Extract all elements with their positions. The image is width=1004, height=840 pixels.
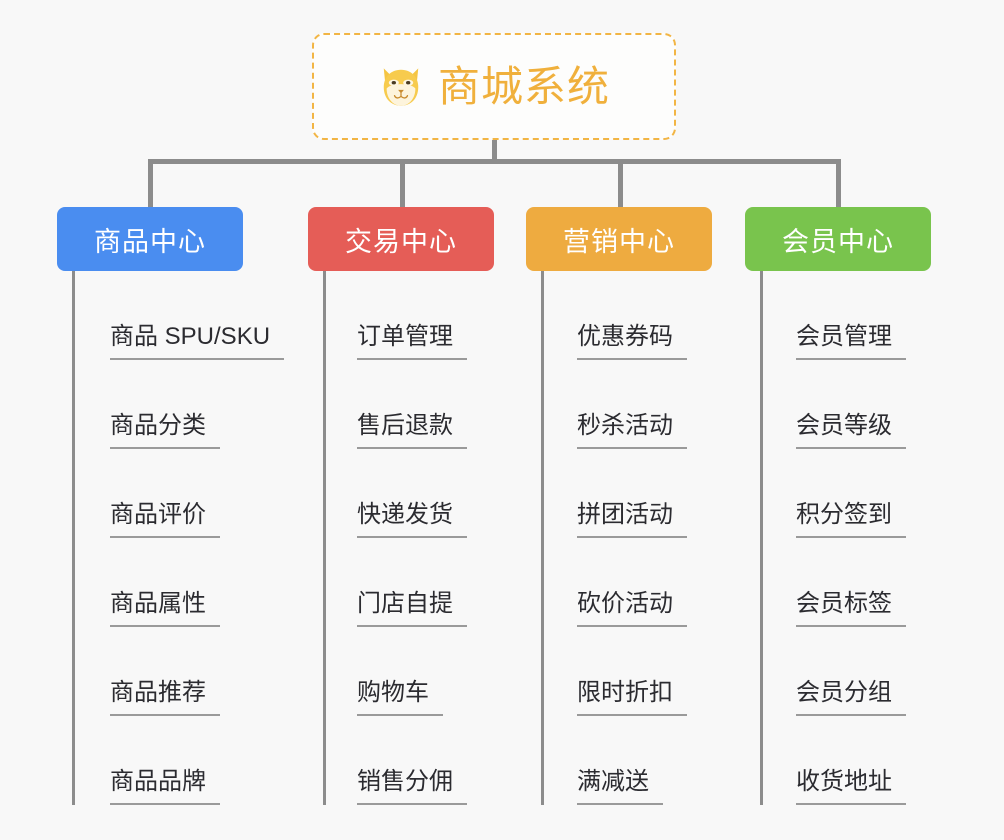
list-item[interactable]: 商品属性 xyxy=(75,538,307,627)
list-item[interactable]: 商品分类 xyxy=(75,360,307,449)
branch-member-center: 会员中心 会员管理 会员等级 积分签到 会员标签 会员分组 收货地址 xyxy=(745,207,961,805)
list-item[interactable]: 会员等级 xyxy=(763,360,961,449)
list-item[interactable]: 快递发货 xyxy=(326,449,526,538)
leaf-label: 积分签到 xyxy=(796,501,906,538)
leaf-label: 砍价活动 xyxy=(577,590,687,627)
root-node[interactable]: 商城系统 xyxy=(312,33,676,140)
branch-header-label-1: 商品中心 xyxy=(94,226,206,257)
leaf-label: 限时折扣 xyxy=(577,679,687,716)
branch-header-label-3: 营销中心 xyxy=(563,226,675,257)
list-item[interactable]: 会员管理 xyxy=(763,271,961,360)
leaf-label: 满减送 xyxy=(577,768,663,805)
leaf-label: 会员等级 xyxy=(796,412,906,449)
leaf-label: 订单管理 xyxy=(357,323,467,360)
list-item[interactable]: 商品品牌 xyxy=(75,716,307,805)
branch-trade-center: 交易中心 订单管理 售后退款 快递发货 门店自提 购物车 销售分佣 xyxy=(308,207,526,805)
leaf-label: 会员标签 xyxy=(796,590,906,627)
connector-drop-2 xyxy=(400,159,405,207)
leaf-label: 秒杀活动 xyxy=(577,412,687,449)
list-item[interactable]: 秒杀活动 xyxy=(544,360,742,449)
list-item[interactable]: 商品评价 xyxy=(75,449,307,538)
leaf-label: 售后退款 xyxy=(357,412,467,449)
branch-header-label-4: 会员中心 xyxy=(782,226,894,257)
branch-header-1[interactable]: 商品中心 xyxy=(57,207,243,271)
list-item[interactable]: 订单管理 xyxy=(326,271,526,360)
list-item[interactable]: 销售分佣 xyxy=(326,716,526,805)
branch-product-center: 商品中心 商品 SPU/SKU 商品分类 商品评价 商品属性 商品推荐 商品品牌 xyxy=(57,207,307,805)
list-item[interactable]: 拼团活动 xyxy=(544,449,742,538)
branch-header-label-2: 交易中心 xyxy=(345,226,457,257)
leaf-label: 商品分类 xyxy=(110,412,220,449)
list-item[interactable]: 限时折扣 xyxy=(544,627,742,716)
branch-header-4[interactable]: 会员中心 xyxy=(745,207,931,271)
list-item[interactable]: 购物车 xyxy=(326,627,526,716)
list-item[interactable]: 满减送 xyxy=(544,716,742,805)
root-title: 商城系统 xyxy=(437,62,610,110)
leaf-label: 购物车 xyxy=(357,679,443,716)
list-item[interactable]: 积分签到 xyxy=(763,449,961,538)
leaf-list-1: 商品 SPU/SKU 商品分类 商品评价 商品属性 商品推荐 商品品牌 xyxy=(72,271,307,805)
leaf-label: 快递发货 xyxy=(357,501,467,538)
list-item[interactable]: 会员标签 xyxy=(763,538,961,627)
leaf-label: 商品属性 xyxy=(110,590,220,627)
connector-drop-4 xyxy=(836,159,841,207)
leaf-list-4: 会员管理 会员等级 积分签到 会员标签 会员分组 收货地址 xyxy=(760,271,961,805)
leaf-label: 商品推荐 xyxy=(110,679,220,716)
connector-root-stem xyxy=(492,140,497,164)
shiba-dog-face-icon xyxy=(383,67,419,106)
leaf-label: 优惠券码 xyxy=(577,323,687,360)
leaf-label: 商品 SPU/SKU xyxy=(110,323,285,360)
leaf-label: 收货地址 xyxy=(796,768,906,805)
list-item[interactable]: 会员分组 xyxy=(763,627,961,716)
leaf-label: 会员管理 xyxy=(796,323,906,360)
list-item[interactable]: 门店自提 xyxy=(326,538,526,627)
list-item[interactable]: 优惠券码 xyxy=(544,271,742,360)
list-item[interactable]: 商品 SPU/SKU xyxy=(75,271,307,360)
leaf-label: 销售分佣 xyxy=(357,768,467,805)
leaf-list-2: 订单管理 售后退款 快递发货 门店自提 购物车 销售分佣 xyxy=(323,271,526,805)
connector-drop-3 xyxy=(618,159,623,207)
leaf-label: 门店自提 xyxy=(357,590,467,627)
branch-header-2[interactable]: 交易中心 xyxy=(308,207,494,271)
leaf-label: 商品品牌 xyxy=(110,768,220,805)
list-item[interactable]: 砍价活动 xyxy=(544,538,742,627)
list-item[interactable]: 收货地址 xyxy=(763,716,961,805)
connector-drop-1 xyxy=(148,159,153,207)
leaf-label: 商品评价 xyxy=(110,501,220,538)
connector-horizontal-bus xyxy=(148,159,836,164)
leaf-list-3: 优惠券码 秒杀活动 拼团活动 砍价活动 限时折扣 满减送 xyxy=(541,271,742,805)
branch-marketing-center: 营销中心 优惠券码 秒杀活动 拼团活动 砍价活动 限时折扣 满减送 xyxy=(526,207,742,805)
branch-header-3[interactable]: 营销中心 xyxy=(526,207,712,271)
list-item[interactable]: 商品推荐 xyxy=(75,627,307,716)
list-item[interactable]: 售后退款 xyxy=(326,360,526,449)
leaf-label: 会员分组 xyxy=(796,679,906,716)
leaf-label: 拼团活动 xyxy=(577,501,687,538)
